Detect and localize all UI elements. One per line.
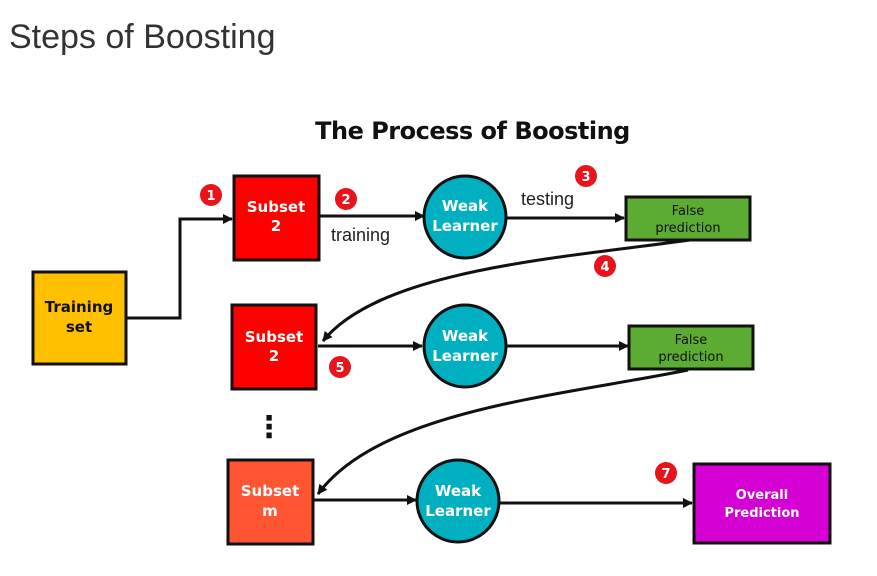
svg-text:1: 1 bbox=[206, 189, 215, 204]
weak-learner-2-label-line2: Learner bbox=[432, 347, 498, 365]
subset-2-label-line2: 2 bbox=[269, 347, 279, 365]
subset-m-label-line1: Subset bbox=[241, 482, 300, 500]
svg-text:3: 3 bbox=[581, 170, 590, 185]
weak-learner-3-label-line1: Weak bbox=[435, 482, 482, 500]
subset-1-box: Subset 2 bbox=[232, 174, 321, 262]
false-prediction-2-line2: prediction bbox=[658, 350, 723, 365]
ellipsis: ⋮ bbox=[254, 410, 284, 445]
step-badge-1: 1 bbox=[200, 184, 222, 206]
training-set-box: Training set bbox=[31, 270, 128, 366]
false-prediction-2-line1: False bbox=[675, 333, 708, 348]
subset-1-label-line1: Subset bbox=[247, 198, 306, 216]
false-prediction-1-line1: False bbox=[672, 204, 705, 219]
svg-text:4: 4 bbox=[600, 260, 609, 275]
weak-learner-2-circle bbox=[422, 303, 508, 389]
svg-text:7: 7 bbox=[661, 467, 670, 482]
overall-prediction-line2: Prediction bbox=[724, 506, 799, 521]
step-badge-7: 7 bbox=[655, 462, 677, 484]
weak-learner-2: Weak Learner bbox=[422, 303, 508, 389]
step-badge-4: 4 bbox=[594, 255, 616, 277]
false-prediction-2-fill bbox=[627, 324, 755, 371]
svg-text:2: 2 bbox=[341, 193, 350, 208]
subset-1-fill bbox=[232, 174, 321, 262]
false-prediction-1-line2: prediction bbox=[655, 221, 720, 236]
diagram-title: The Process of Boosting bbox=[315, 117, 630, 145]
weak-learner-3-circle bbox=[415, 458, 501, 544]
false-prediction-2: False prediction bbox=[627, 324, 755, 371]
subset-2-box: Subset 2 bbox=[230, 303, 318, 391]
step-badge-3: 3 bbox=[575, 165, 597, 187]
training-set-label-line2: set bbox=[66, 318, 92, 336]
overall-prediction-box: Overall Prediction bbox=[692, 462, 832, 545]
overall-prediction-fill bbox=[692, 462, 832, 545]
weak-learner-1-label-line2: Learner bbox=[432, 217, 498, 235]
step-badge-5: 5 bbox=[329, 356, 351, 378]
training-set-fill bbox=[31, 270, 128, 366]
testing-edge-label: testing bbox=[521, 189, 574, 209]
arrow-prediction-1-to-subset-2 bbox=[321, 238, 691, 342]
weak-learner-2-label-line1: Weak bbox=[442, 327, 489, 345]
overall-prediction-line1: Overall bbox=[736, 488, 788, 503]
weak-learner-1: Weak Learner bbox=[422, 174, 508, 260]
weak-learner-1-label-line1: Weak bbox=[442, 197, 489, 215]
false-prediction-1: False prediction bbox=[624, 195, 752, 242]
subset-2-label-line1: Subset bbox=[245, 328, 304, 346]
subset-m-box: Subset m bbox=[226, 458, 315, 546]
training-set-label-line1: Training bbox=[45, 298, 113, 316]
subset-m-label-line2: m bbox=[262, 502, 278, 520]
svg-text:5: 5 bbox=[335, 361, 344, 376]
subset-m-fill bbox=[226, 458, 315, 546]
arrow-prediction-2-to-subset-m bbox=[316, 368, 689, 495]
subset-1-label-line2: 2 bbox=[271, 217, 281, 235]
weak-learner-3: Weak Learner bbox=[415, 458, 501, 544]
step-badge-2: 2 bbox=[335, 188, 357, 210]
false-prediction-1-fill bbox=[624, 195, 752, 242]
training-edge-label: training bbox=[331, 225, 390, 245]
weak-learner-1-circle bbox=[422, 174, 508, 260]
subset-2-fill bbox=[230, 303, 318, 391]
arrow-training-to-subset-1 bbox=[126, 214, 233, 320]
weak-learner-3-label-line2: Learner bbox=[425, 502, 491, 520]
page-title: Steps of Boosting bbox=[9, 18, 276, 56]
